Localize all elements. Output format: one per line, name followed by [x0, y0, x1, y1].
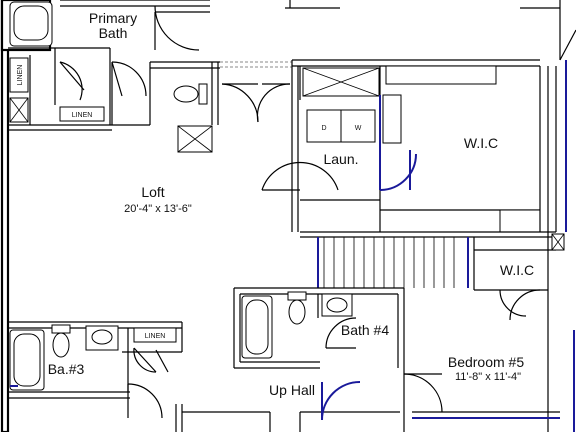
bath3-label: Ba.#3	[48, 361, 85, 377]
room-labels: Primary Bath Loft 20'-4" x 13'-6" Laun. …	[17, 10, 534, 398]
fixtures	[9, 1, 353, 391]
linen-upper-label: LINEN	[72, 112, 93, 119]
primary-bath-label-line2: Bath	[99, 25, 128, 41]
loft-label: Loft	[141, 184, 164, 200]
linen-vertical-label: LINEN	[17, 65, 24, 86]
bath4-label: Bath #4	[341, 322, 389, 338]
primary-bath-label-line1: Primary	[89, 10, 137, 26]
bedroom5-label: Bedroom #5	[448, 354, 524, 370]
staircase	[317, 237, 469, 288]
wic-small-label: W.I.C	[500, 262, 534, 278]
up-hall-label: Up Hall	[269, 382, 315, 398]
washer-label: W	[355, 125, 362, 132]
dryer-label: D	[321, 125, 326, 132]
linen-lower-label: LINEN	[145, 333, 166, 340]
bedroom5-dimensions: 11'-8" x 11'-4"	[455, 371, 521, 383]
doors	[10, 5, 541, 421]
laundry-label: Laun.	[323, 151, 358, 167]
wic-main-label: W.I.C	[464, 135, 498, 151]
loft-dimensions: 20'-4" x 13'-6"	[124, 203, 192, 215]
